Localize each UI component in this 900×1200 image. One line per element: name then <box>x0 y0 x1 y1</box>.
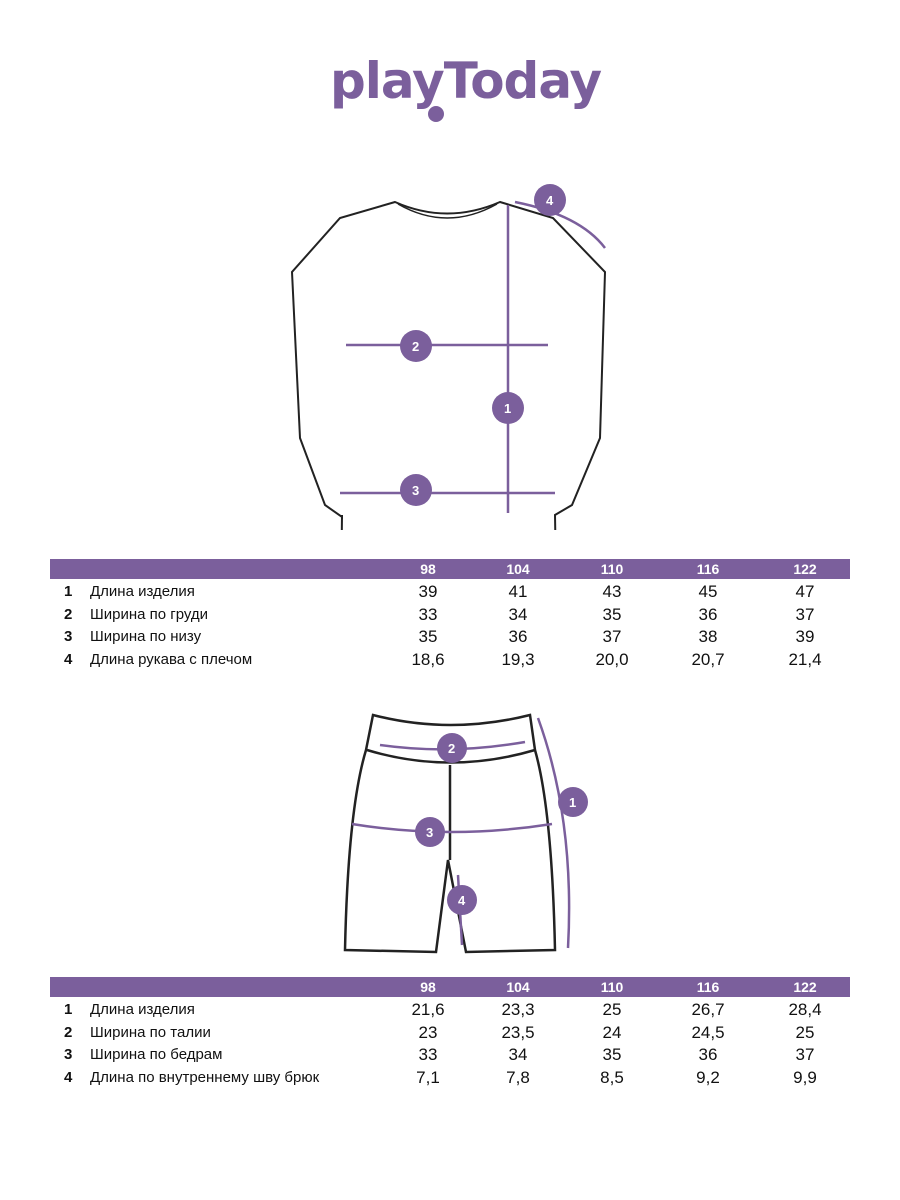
marker-3 <box>400 474 432 506</box>
table-cell: 9,2 <box>696 1067 720 1087</box>
table-cell: 41 <box>508 582 528 601</box>
table-cell: 116 <box>696 979 720 995</box>
table-cell: 36 <box>698 1045 718 1064</box>
table-cell: 104 <box>506 561 530 577</box>
table-cell: 98 <box>420 979 436 995</box>
table-cell: 1 <box>64 583 73 600</box>
table-cell: 35 <box>602 604 622 624</box>
table-cell: 3 <box>64 628 73 645</box>
logo-text: playToday <box>330 52 602 110</box>
table-cell: 37 <box>602 627 622 646</box>
table-cell: 21,6 <box>411 1000 445 1019</box>
table-cell: 39 <box>418 582 438 601</box>
table-cell: 23 <box>418 1022 438 1042</box>
marker-2-label: 2 <box>412 339 419 354</box>
table-cell: 24,5 <box>691 1022 725 1042</box>
table-cell: 3 <box>64 1046 73 1063</box>
table-cell: 37 <box>795 604 815 624</box>
table-cell: 33 <box>418 604 438 624</box>
table-cell: 110 <box>600 979 624 995</box>
marker-4 <box>447 885 477 915</box>
table-cell: 2 <box>64 1023 73 1041</box>
table-cell: 45 <box>698 582 718 601</box>
table-cell: 98 <box>420 561 436 577</box>
marker-2-label: 2 <box>448 741 455 756</box>
table-cell: 1 <box>64 1001 73 1018</box>
table-row: 1 Длина изделия 21,6 23,3 25 26,7 28,4 <box>50 999 850 1022</box>
table-cell: 43 <box>602 582 622 601</box>
shorts-diagram: 1 2 3 4 <box>343 713 588 954</box>
table-cell: 23,5 <box>501 1022 535 1042</box>
table-row: 3 Ширина по низу 35 36 37 38 39 <box>50 626 850 649</box>
table-row: 1 Длина изделия 39 41 43 45 47 <box>50 581 850 604</box>
table-cell: Ширина по груди <box>90 605 209 623</box>
table-row: 2 Ширина по талии 23 23,5 24 24,5 25 <box>50 1022 850 1045</box>
marker-4-label: 4 <box>546 193 554 208</box>
table-cell: Ширина по бедрам <box>90 1046 223 1063</box>
table-cell: 33 <box>418 1045 438 1064</box>
table-cell: 2 <box>64 605 73 623</box>
marker-4 <box>534 184 566 216</box>
tshirt-diagram: 1 2 3 4 <box>290 184 607 530</box>
table-cell: 36 <box>508 627 528 646</box>
table-cell: 7,1 <box>416 1067 440 1087</box>
table-cell: 25 <box>602 1000 622 1019</box>
logo-dot <box>428 106 444 122</box>
marker-4-label: 4 <box>458 893 466 908</box>
table-cell: 19,3 <box>501 649 535 669</box>
table-cell: 39 <box>795 627 815 646</box>
table-cell: 4 <box>64 650 73 668</box>
table-cell: 23,3 <box>501 1000 535 1019</box>
table-cell: 28,4 <box>788 1000 822 1019</box>
table-row: 4 Длина рукава с плечом 18,6 19,3 20,0 20,7 21… <box>50 649 850 672</box>
table-cell: Длина изделия <box>90 583 195 600</box>
table-row: 2 Ширина по груди 33 34 35 36 37 <box>50 604 850 627</box>
marker-1 <box>492 392 524 424</box>
table-cell: Длина изделия <box>90 1001 195 1018</box>
table-cell: 35 <box>418 627 438 646</box>
marker-2 <box>400 330 432 362</box>
table-cell: Ширина по низу <box>90 628 202 645</box>
table-cell: 104 <box>506 979 530 995</box>
table-row: 3 Ширина по бедрам 33 34 35 36 37 <box>50 1044 850 1067</box>
table-cell: Ширина по талии <box>90 1023 211 1041</box>
table-cell: 116 <box>696 561 720 577</box>
table-cell: 34 <box>508 1045 528 1064</box>
table-cell: 38 <box>698 627 718 646</box>
marker-1-label: 1 <box>569 795 576 810</box>
table-cell: 4 <box>64 1068 73 1086</box>
table-cell: 26,7 <box>691 1000 725 1019</box>
table-cell: 34 <box>508 604 528 624</box>
table-cell: Длина по внутреннему шву брюк <box>90 1068 320 1086</box>
table-header: 98 104 110 116 122 <box>50 977 850 997</box>
table-cell: 25 <box>795 1022 815 1042</box>
table-cell: 18,6 <box>411 649 445 669</box>
table-cell: 110 <box>600 561 624 577</box>
table-row: 4 Длина по внутреннему шву брюк 7,1 7,8 8,5 9… <box>50 1067 850 1090</box>
table-cell: 21,4 <box>788 649 822 669</box>
marker-3-label: 3 <box>426 825 433 840</box>
table-cell: 122 <box>793 561 817 577</box>
table-header: 98 104 110 116 122 <box>50 559 850 579</box>
table-cell: Длина рукава с плечом <box>90 650 253 668</box>
marker-3-label: 3 <box>412 483 419 498</box>
table-cell: 8,5 <box>600 1067 624 1087</box>
table-cell: 24 <box>602 1022 622 1042</box>
table-cell: 7,8 <box>506 1067 530 1087</box>
marker-1-label: 1 <box>504 401 511 416</box>
marker-2 <box>437 733 467 763</box>
marker-1 <box>558 787 588 817</box>
table-cell: 35 <box>602 1045 622 1064</box>
marker-3 <box>415 817 445 847</box>
table-cell: 47 <box>795 582 815 601</box>
table-cell: 20,0 <box>595 649 629 669</box>
table-cell: 36 <box>698 604 718 624</box>
table-cell: 37 <box>795 1045 815 1064</box>
table-cell: 20,7 <box>691 649 725 669</box>
brand-logo: playToday <box>330 52 602 110</box>
table-cell: 122 <box>793 979 817 995</box>
table-cell: 9,9 <box>793 1067 817 1087</box>
